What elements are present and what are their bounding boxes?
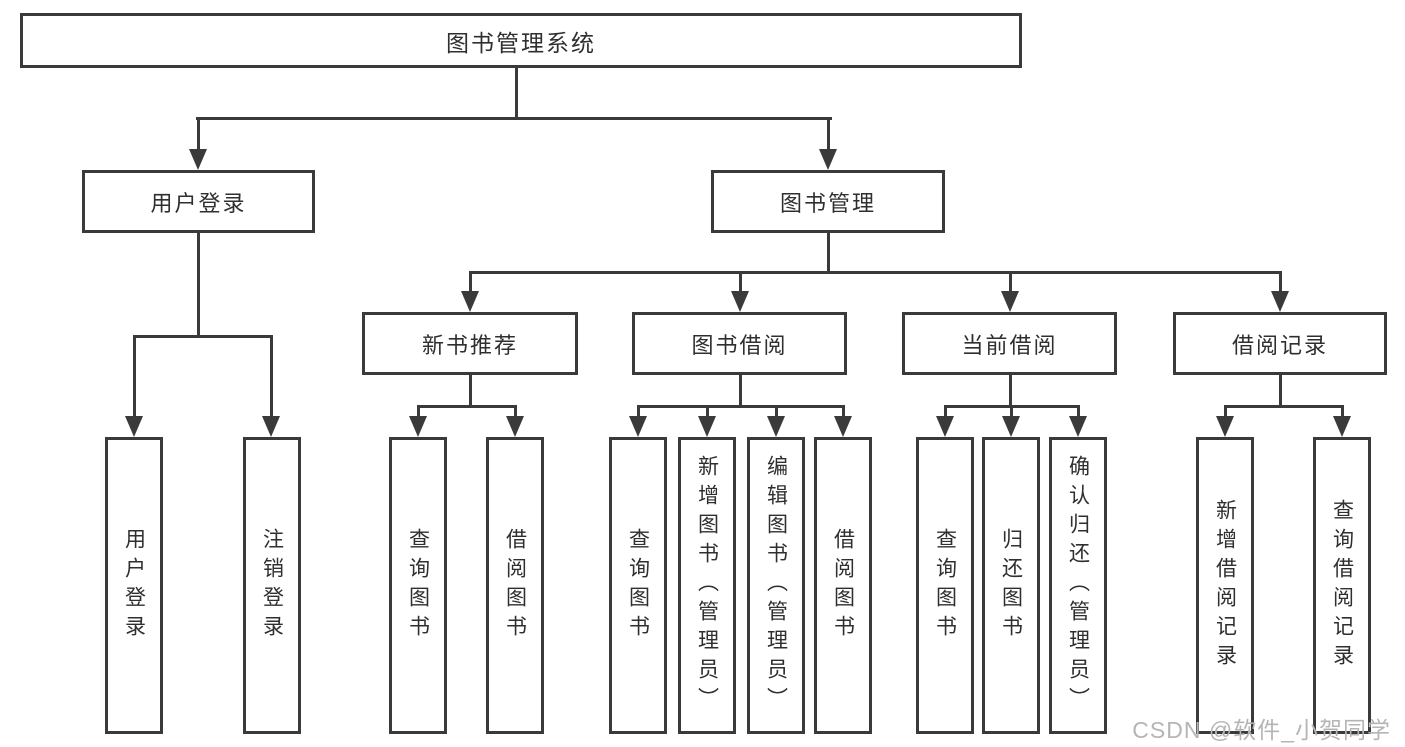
- arrowhead-book-mgmt-icon: [819, 149, 837, 170]
- leaf-add-borrow-record-label: 新增借阅记录: [1213, 498, 1237, 673]
- leaf-newrec-borrow-book: 借阅图书: [486, 437, 544, 734]
- connector-book-mgmt-hline: [469, 271, 1282, 274]
- leaf-borrow-query-book-label: 查询图书: [626, 527, 650, 644]
- arrowhead-c3-icon: [767, 416, 785, 437]
- arrowhead-e2-icon: [1333, 416, 1351, 437]
- connector-drop-user-login: [197, 118, 200, 152]
- node-root: 图书管理系统: [20, 13, 1022, 68]
- arrowhead-user-login-icon: [189, 149, 207, 170]
- node-current-borrow-label: 当前借阅: [961, 332, 1058, 358]
- connector-drop-logout: [270, 336, 273, 419]
- connector-drop-d3: [1077, 406, 1080, 419]
- csdn-watermark: CSDN @软件_小贺同学: [1132, 717, 1391, 743]
- leaf-user-login: 用户登录: [105, 437, 163, 734]
- connector-root-hline: [196, 117, 832, 120]
- connector-drop-new-book-rec: [469, 272, 472, 294]
- arrowhead-b2-icon: [506, 416, 524, 437]
- connector-drop-c1: [637, 406, 640, 419]
- connector-drop-b1: [417, 406, 420, 419]
- connector-drop-d1: [944, 406, 947, 419]
- connector-drop-c3: [775, 406, 778, 419]
- connector-drop-book-borrow: [739, 272, 742, 294]
- connector-book-borrow-vline: [739, 375, 742, 408]
- connector-drop-login: [133, 336, 136, 419]
- connector-drop-d2: [1010, 406, 1013, 419]
- node-user-login-label: 用户登录: [150, 190, 247, 216]
- leaf-user-login-label: 用户登录: [122, 527, 146, 644]
- connector-current-borrow-vline: [1009, 375, 1012, 408]
- arrowhead-c2-icon: [698, 416, 716, 437]
- connector-drop-book-mgmt: [827, 118, 830, 152]
- leaf-newrec-query-book: 查询图书: [389, 437, 447, 734]
- connector-user-login-vline: [197, 233, 200, 337]
- connector-drop-c2: [706, 406, 709, 419]
- leaf-newrec-query-book-label: 查询图书: [406, 527, 430, 644]
- node-book-mgmt: 图书管理: [711, 170, 945, 233]
- connector-drop-current-borrow: [1009, 272, 1012, 294]
- connector-drop-e1: [1224, 406, 1227, 419]
- arrowhead-logout-icon: [262, 416, 280, 437]
- connector-drop-b2: [514, 406, 517, 419]
- leaf-return-book-label: 归还图书: [999, 527, 1023, 644]
- node-root-label: 图书管理系统: [446, 29, 596, 56]
- arrowhead-c1-icon: [629, 416, 647, 437]
- leaf-add-book-admin-label: 新增图书（管理员）: [695, 455, 719, 716]
- node-borrow-record: 借阅记录: [1173, 312, 1387, 375]
- arrowhead-new-book-rec-icon: [461, 291, 479, 312]
- leaf-return-book: 归还图书: [982, 437, 1040, 734]
- arrowhead-current-borrow-icon: [1001, 291, 1019, 312]
- node-current-borrow: 当前借阅: [902, 312, 1117, 375]
- connector-book-borrow-hline: [637, 405, 845, 408]
- leaf-borrow-book: 借阅图书: [814, 437, 872, 734]
- connector-drop-borrow-record: [1279, 272, 1282, 294]
- node-new-book-rec-label: 新书推荐: [421, 332, 518, 358]
- arrowhead-d1-icon: [936, 416, 954, 437]
- connector-user-login-hline: [133, 335, 273, 338]
- arrowhead-d3-icon: [1069, 416, 1087, 437]
- arrowhead-c4-icon: [834, 416, 852, 437]
- leaf-edit-book-admin: 编辑图书（管理员）: [747, 437, 805, 734]
- leaf-borrow-query-book: 查询图书: [609, 437, 667, 734]
- connector-borrow-record-hline: [1224, 405, 1344, 408]
- leaf-edit-book-admin-label: 编辑图书（管理员）: [764, 455, 788, 716]
- leaf-query-borrow-record-label: 查询借阅记录: [1330, 498, 1354, 673]
- arrowhead-login-icon: [125, 416, 143, 437]
- leaf-confirm-return-admin: 确认归还（管理员）: [1049, 437, 1107, 734]
- node-borrow-record-label: 借阅记录: [1231, 332, 1328, 358]
- node-book-borrow-label: 图书借阅: [691, 332, 788, 358]
- arrowhead-e1-icon: [1216, 416, 1234, 437]
- leaf-logout-label: 注销登录: [260, 527, 284, 644]
- connector-new-book-rec-vline: [469, 375, 472, 408]
- node-new-book-rec: 新书推荐: [362, 312, 578, 375]
- connector-drop-c4: [842, 406, 845, 419]
- arrowhead-b1-icon: [409, 416, 427, 437]
- leaf-add-borrow-record: 新增借阅记录: [1196, 437, 1254, 734]
- connector-new-book-rec-hline: [417, 405, 517, 408]
- arrowhead-d2-icon: [1002, 416, 1020, 437]
- node-book-borrow: 图书借阅: [632, 312, 847, 375]
- node-book-mgmt-label: 图书管理: [779, 190, 876, 216]
- leaf-newrec-borrow-book-label: 借阅图书: [503, 527, 527, 644]
- arrowhead-book-borrow-icon: [731, 291, 749, 312]
- connector-root-vline: [515, 68, 518, 118]
- leaf-borrow-book-label: 借阅图书: [831, 527, 855, 644]
- node-user-login: 用户登录: [82, 170, 315, 233]
- leaf-query-borrow-record: 查询借阅记录: [1313, 437, 1371, 734]
- arrowhead-borrow-record-icon: [1271, 291, 1289, 312]
- leaf-current-query-book-label: 查询图书: [933, 527, 957, 644]
- leaf-add-book-admin: 新增图书（管理员）: [678, 437, 736, 734]
- leaf-current-query-book: 查询图书: [916, 437, 974, 734]
- connector-borrow-record-vline: [1279, 375, 1282, 408]
- connector-drop-e2: [1341, 406, 1344, 419]
- leaf-confirm-return-admin-label: 确认归还（管理员）: [1066, 455, 1090, 716]
- connector-book-mgmt-vline: [827, 233, 830, 274]
- leaf-logout: 注销登录: [243, 437, 301, 734]
